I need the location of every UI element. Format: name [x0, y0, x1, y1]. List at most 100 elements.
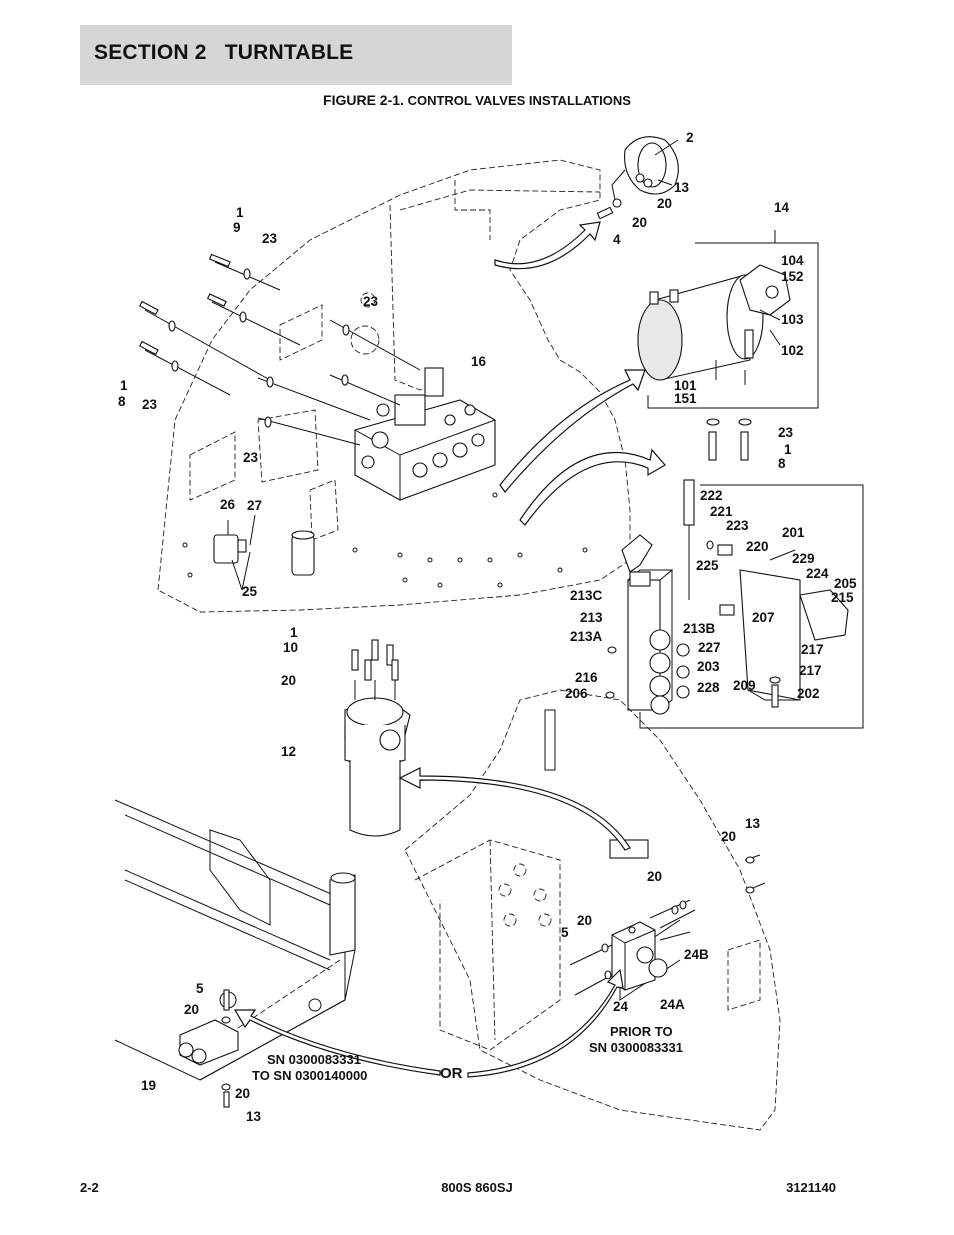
callout-222: 222	[700, 488, 723, 503]
callout-102: 102	[781, 343, 804, 358]
callout-202: 202	[797, 686, 820, 701]
callout-209: 209	[733, 678, 756, 693]
callout-1: 1	[120, 378, 128, 393]
callout-20: 20	[647, 869, 662, 884]
callout-20: 20	[721, 829, 736, 844]
callout-229: 229	[792, 551, 815, 566]
switch-26	[213, 514, 256, 591]
callout-16: 16	[471, 354, 487, 369]
plate-holes	[182, 492, 588, 588]
horn-2	[596, 136, 679, 220]
callout-4: 4	[613, 232, 621, 247]
callout-labels: 1 9 23 23 1 8 23 23 16 26 27 25 2 13 20 …	[118, 130, 857, 1124]
callout-14: 14	[774, 200, 790, 215]
base-frame	[114, 799, 356, 1081]
callout-20: 20	[235, 1086, 250, 1101]
callout-20: 20	[632, 215, 647, 230]
callout-215: 215	[831, 590, 854, 605]
callout-220: 220	[746, 539, 769, 554]
callout-2: 2	[686, 130, 694, 145]
upper-left-bolts	[139, 253, 421, 446]
callout-203: 203	[697, 659, 720, 674]
or-label: OR	[440, 1065, 463, 1082]
callout-23: 23	[778, 425, 794, 440]
callout-5: 5	[561, 925, 569, 940]
callout-20: 20	[577, 913, 592, 928]
callout-151: 151	[674, 391, 697, 406]
arrow-or-right	[467, 968, 624, 1078]
note-sn-range-line1: SN 0300083331	[267, 1052, 361, 1067]
callout-213B: 213B	[683, 621, 716, 636]
callout-1: 1	[290, 625, 298, 640]
callout-10: 10	[283, 640, 298, 655]
valve-block-assembly	[605, 479, 864, 729]
arrow-to-valve-block	[519, 448, 666, 526]
callout-24: 24	[613, 999, 629, 1014]
filter-12	[344, 639, 411, 837]
callout-228: 228	[697, 680, 720, 695]
callout-23: 23	[243, 450, 259, 465]
callout-104: 104	[781, 253, 804, 268]
callout-23: 23	[363, 294, 379, 309]
callout-12: 12	[281, 744, 296, 759]
callout-20: 20	[657, 196, 672, 211]
callout-223: 223	[726, 518, 749, 533]
callout-216: 216	[575, 670, 598, 685]
callout-227: 227	[698, 640, 721, 655]
callout-152: 152	[781, 269, 804, 284]
callout-9: 9	[233, 220, 241, 235]
callout-201: 201	[782, 525, 805, 540]
callout-23: 23	[142, 397, 158, 412]
callout-20: 20	[281, 673, 296, 688]
callout-205: 205	[834, 576, 857, 591]
figure-caption: FIGURE 2-1. CONTROL VALVES INSTALLATIONS	[0, 92, 954, 108]
note-prior-to-line1: PRIOR TO	[610, 1024, 673, 1039]
cylinder-item	[291, 530, 315, 576]
callout-25: 25	[242, 584, 258, 599]
callout-213: 213	[580, 610, 603, 625]
exploded-parts-diagram: 1 9 23 23 1 8 23 23 16 26 27 25 2 13 20 …	[114, 130, 864, 1131]
manifold-19	[178, 989, 239, 1108]
note-sn-range-line2: TO SN 0300140000	[252, 1068, 367, 1083]
document-number: 3121140	[786, 1180, 836, 1195]
callout-217: 217	[799, 663, 822, 678]
callout-13: 13	[246, 1109, 262, 1124]
callout-213A: 213A	[570, 629, 603, 644]
figure-title: CONTROL VALVES INSTALLATIONS	[407, 93, 631, 108]
callout-207: 207	[752, 610, 775, 625]
callout-221: 221	[710, 504, 733, 519]
manifold-24	[569, 854, 766, 996]
figure-number: FIGURE 2-1.	[323, 92, 404, 108]
arrow-or-left	[233, 1009, 441, 1076]
callout-8: 8	[118, 394, 126, 409]
callout-8: 8	[778, 456, 786, 471]
callout-217: 217	[801, 642, 824, 657]
arrow-to-filter	[398, 767, 631, 851]
callout-103: 103	[781, 312, 804, 327]
callout-24A: 24A	[660, 997, 685, 1012]
callout-13: 13	[745, 816, 761, 831]
pump-motor-14	[637, 230, 819, 461]
callout-1: 1	[236, 205, 244, 220]
callout-13: 13	[674, 180, 690, 195]
callout-101: 101	[674, 378, 697, 393]
serial-notes: PRIOR TO SN 0300083331 SN 0300083331 TO …	[252, 1024, 683, 1083]
lower-turntable-plate	[404, 689, 781, 1131]
callout-26: 26	[220, 497, 236, 512]
arrow-to-horn	[494, 221, 601, 270]
model-name: 800S 860SJ	[441, 1180, 513, 1195]
callout-23: 23	[262, 231, 278, 246]
callout-24B: 24B	[684, 947, 709, 962]
section-header: SECTION 2 TURNTABLE	[80, 25, 512, 85]
callout-5: 5	[196, 981, 204, 996]
callout-20: 20	[184, 1002, 199, 1017]
callout-225: 225	[696, 558, 719, 573]
callout-206: 206	[565, 686, 588, 701]
callout-213C: 213C	[570, 588, 603, 603]
arrow-to-pump	[499, 369, 646, 493]
callout-19: 19	[141, 1078, 156, 1093]
upper-turntable-plate	[157, 159, 631, 613]
control-valve-16	[354, 367, 496, 501]
section-title: SECTION 2 TURNTABLE	[94, 41, 354, 64]
callout-1: 1	[784, 442, 792, 457]
